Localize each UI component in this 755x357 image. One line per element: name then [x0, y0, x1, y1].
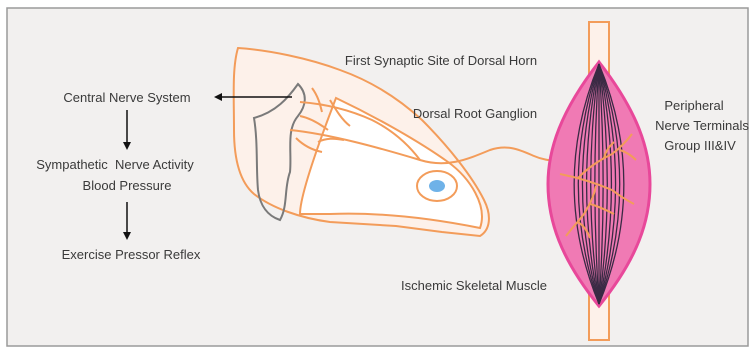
- ganglion-cell-icon: [429, 180, 445, 192]
- first-synaptic-site-label: First Synaptic Site of Dorsal Horn: [345, 53, 537, 68]
- dorsal-root-ganglion-label: Dorsal Root Ganglion: [413, 106, 537, 121]
- dorsal-root-ganglion: [417, 171, 457, 201]
- ischemic-skeletal-muscle-label: Ischemic Skeletal Muscle: [401, 278, 547, 293]
- central-nerve-system-label: Central Nerve System: [63, 90, 190, 105]
- group-iii-iv-label: Group III&IV: [664, 138, 736, 153]
- blood-pressure-label: Blood Pressure: [83, 178, 172, 193]
- exercise-pressor-reflex-label: Exercise Pressor Reflex: [62, 247, 201, 262]
- nerve-terminals-label: Nerve Terminals: [655, 118, 749, 133]
- peripheral-label: Peripheral: [664, 98, 723, 113]
- sympathetic-nerve-activity-label: Sympathetic Nerve Activity: [36, 157, 194, 172]
